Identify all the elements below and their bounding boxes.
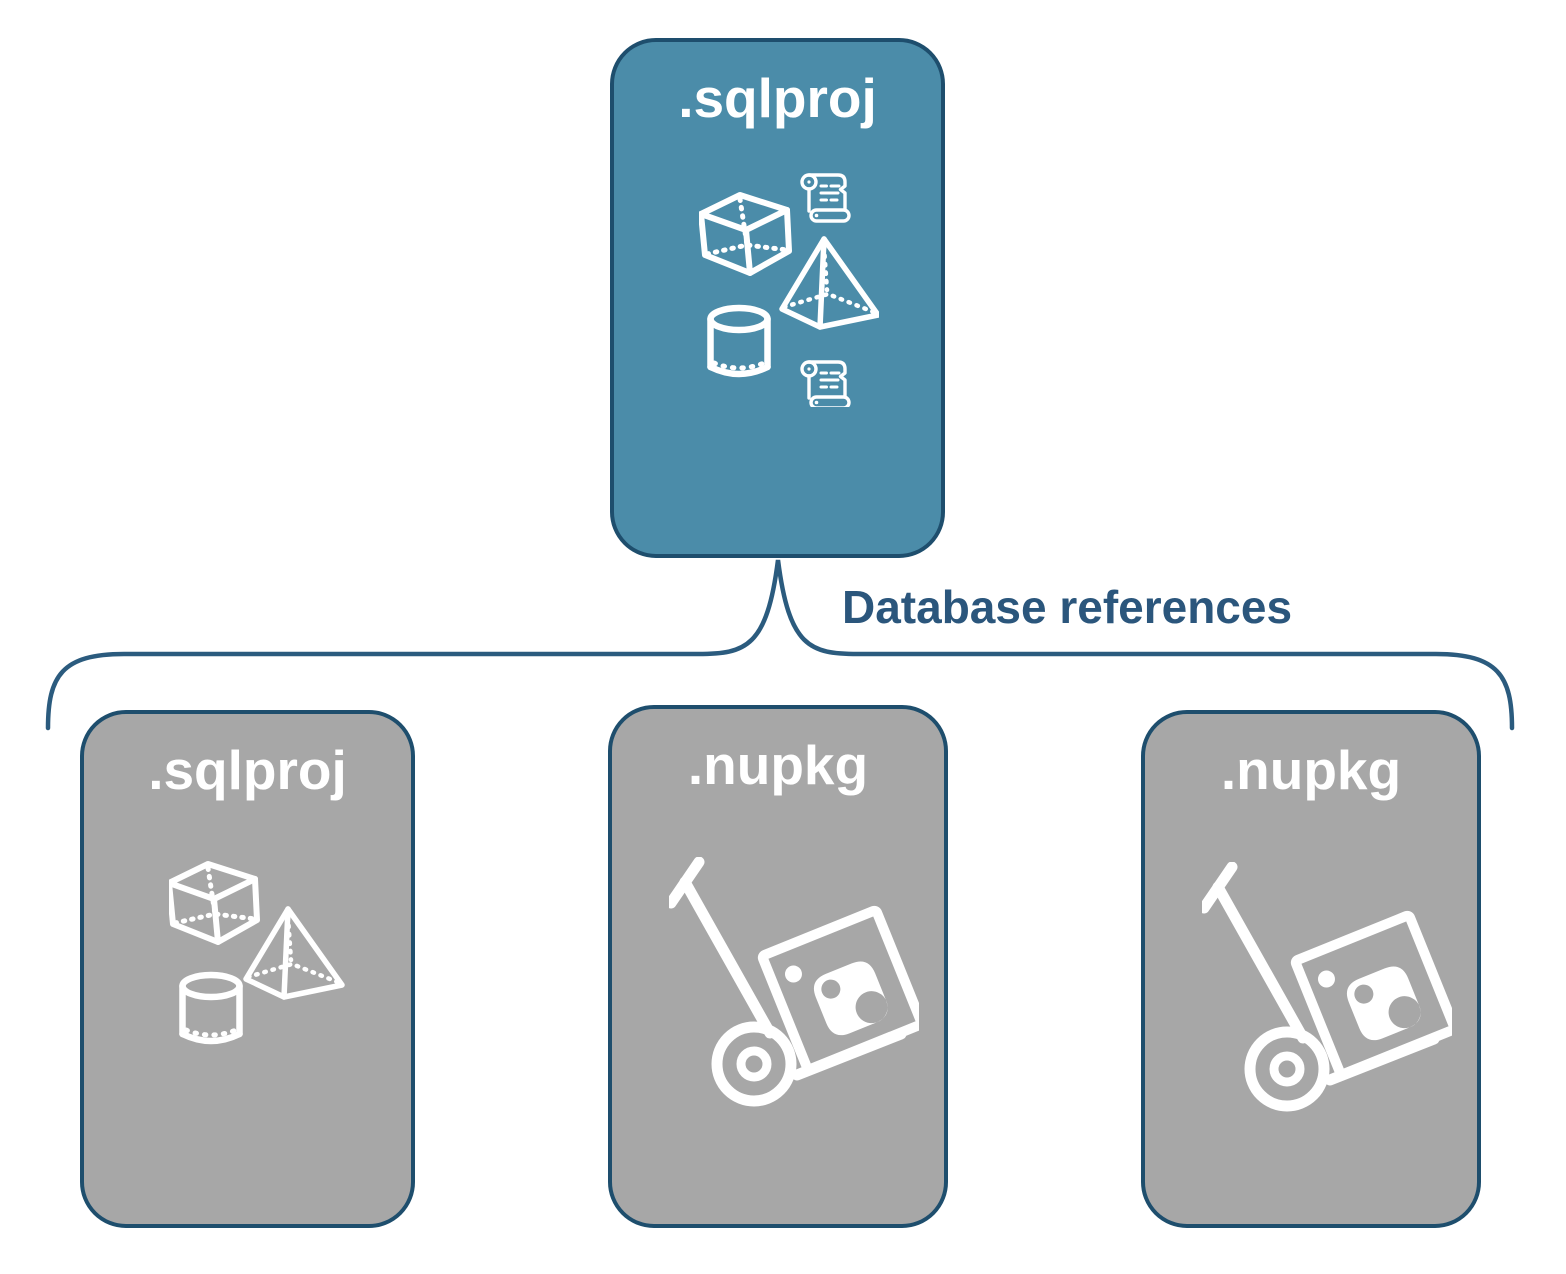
handtruck-package-icon (1202, 862, 1452, 1117)
node-title: .nupkg (1220, 739, 1402, 801)
node-title: .sqlproj (148, 739, 347, 801)
node-sqlproj-child: .sqlproj (80, 710, 415, 1228)
pyramid-icon (782, 239, 878, 327)
scroll-icon (800, 173, 851, 223)
node-nupkg-child: .nupkg (1141, 710, 1481, 1228)
cube-icon (169, 864, 257, 942)
cube-icon (701, 195, 789, 273)
node-title: .nupkg (687, 734, 869, 796)
cylinder-icon (711, 308, 768, 374)
pyramid-icon (246, 909, 342, 997)
node-sqlproj-root: .sqlproj (610, 38, 945, 558)
connector-label: Database references (842, 581, 1293, 633)
node-nupkg-child: .nupkg (608, 705, 948, 1228)
sql-objects-icon-group (699, 173, 879, 407)
node-title: .sqlproj (678, 67, 877, 129)
handtruck-icon (671, 862, 919, 1101)
handtruck-icon (1204, 867, 1452, 1106)
scroll-icon (800, 360, 851, 407)
handtruck-package-icon (669, 857, 919, 1112)
cylinder-icon (183, 975, 240, 1041)
sql-objects-icon-group (169, 859, 349, 1059)
curly-brace-path (45, 559, 1515, 731)
